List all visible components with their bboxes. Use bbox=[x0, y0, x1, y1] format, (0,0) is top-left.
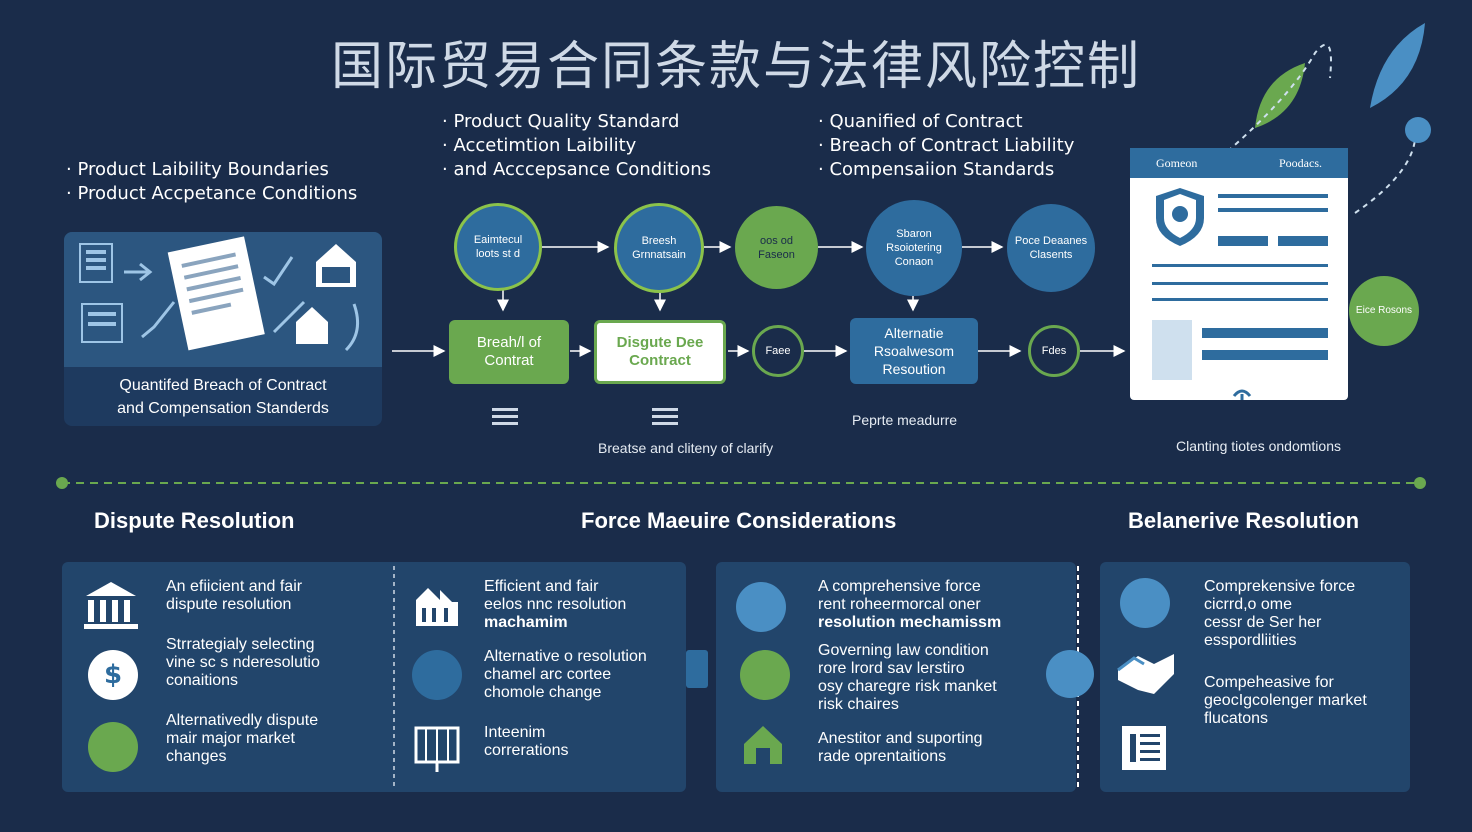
gear-icon bbox=[1405, 117, 1431, 143]
section-title-force-majeure: Force Maeuire Considerations bbox=[581, 508, 897, 533]
document-icon bbox=[1122, 726, 1166, 770]
people-icon bbox=[736, 582, 786, 632]
panel-divider bbox=[393, 566, 395, 788]
courthouse-icon bbox=[84, 582, 138, 629]
hero-panel: Quantifed Breach of Contract and Compens… bbox=[64, 232, 382, 426]
contract-document bbox=[1130, 148, 1348, 434]
connector-badge-icon bbox=[1046, 650, 1094, 698]
flow-caption-doc: Clanting tiotes ondomtions bbox=[1176, 438, 1341, 454]
hand-icon bbox=[1120, 578, 1170, 628]
tools-icon bbox=[412, 650, 462, 700]
building-icon bbox=[414, 726, 460, 772]
bullets-center: Product Quality Standard Accetimtion Lai… bbox=[442, 110, 711, 182]
flow-node-bottom-2[interactable]: Disgute Dee Contract bbox=[594, 320, 726, 384]
panel-connector-tab bbox=[686, 650, 708, 688]
flow-node-top-3[interactable]: oos od Faseon bbox=[735, 206, 818, 289]
hero-caption: Quantifed Breach of Contract and Compens… bbox=[117, 377, 329, 417]
flow-node-top-1[interactable]: Eaimtecul loots st d bbox=[454, 203, 542, 291]
document-content-icon bbox=[1152, 188, 1328, 434]
panel-dispute-resolution bbox=[62, 562, 686, 792]
flow-node-bottom-5[interactable]: Fdes bbox=[1028, 325, 1080, 377]
bullets-right: Quanified of Contract Breach of Contract… bbox=[818, 110, 1074, 182]
document-header-left: Gomeon bbox=[1156, 155, 1198, 170]
flow-node-top-2[interactable]: Breesh Grnnatsain bbox=[614, 203, 704, 293]
contract-illustration-icon bbox=[79, 236, 360, 352]
document-side-badge[interactable]: Eice Rosons bbox=[1349, 276, 1419, 346]
handshake-icon bbox=[88, 722, 138, 772]
bullets-left: Product Laibility Boundaries Product Acc… bbox=[66, 158, 357, 206]
document-header: Gomeon Poodacs. bbox=[1130, 148, 1348, 178]
small-grid-icons bbox=[492, 408, 678, 425]
leaf-decoration-icon bbox=[1220, 23, 1431, 214]
bell-icon bbox=[740, 650, 790, 700]
flow-caption-center: Breatse and cliteny of clarify bbox=[598, 440, 774, 456]
page-title: 国际贸易合同条款与法律风险控制 bbox=[330, 37, 1141, 97]
section-title-dispute: Dispute Resolution bbox=[94, 508, 295, 533]
document-header-right: Poodacs. bbox=[1279, 155, 1322, 170]
flow-caption-right: Peprte meadurre bbox=[852, 412, 958, 428]
factory-icon bbox=[416, 588, 458, 626]
flow-node-bottom-3[interactable]: Faee bbox=[752, 325, 804, 377]
house-icon bbox=[744, 726, 782, 764]
flow-node-bottom-4[interactable]: Alternatie Rsoalwesom Resoution bbox=[850, 318, 978, 384]
flow-node-top-4[interactable]: Sbaron Rsoiotering Conaon bbox=[866, 200, 962, 296]
hero-illustration bbox=[64, 232, 382, 367]
shaking-hands-icon bbox=[1117, 654, 1174, 694]
section-title-alternative: Belanerive Resolution bbox=[1128, 508, 1360, 533]
flow-node-bottom-1[interactable]: Breah/l of Contrat bbox=[449, 320, 569, 384]
dollar-hand-icon: $ bbox=[88, 650, 138, 700]
flow-node-top-5[interactable]: Poce Deaanes Clasents bbox=[1007, 204, 1095, 292]
